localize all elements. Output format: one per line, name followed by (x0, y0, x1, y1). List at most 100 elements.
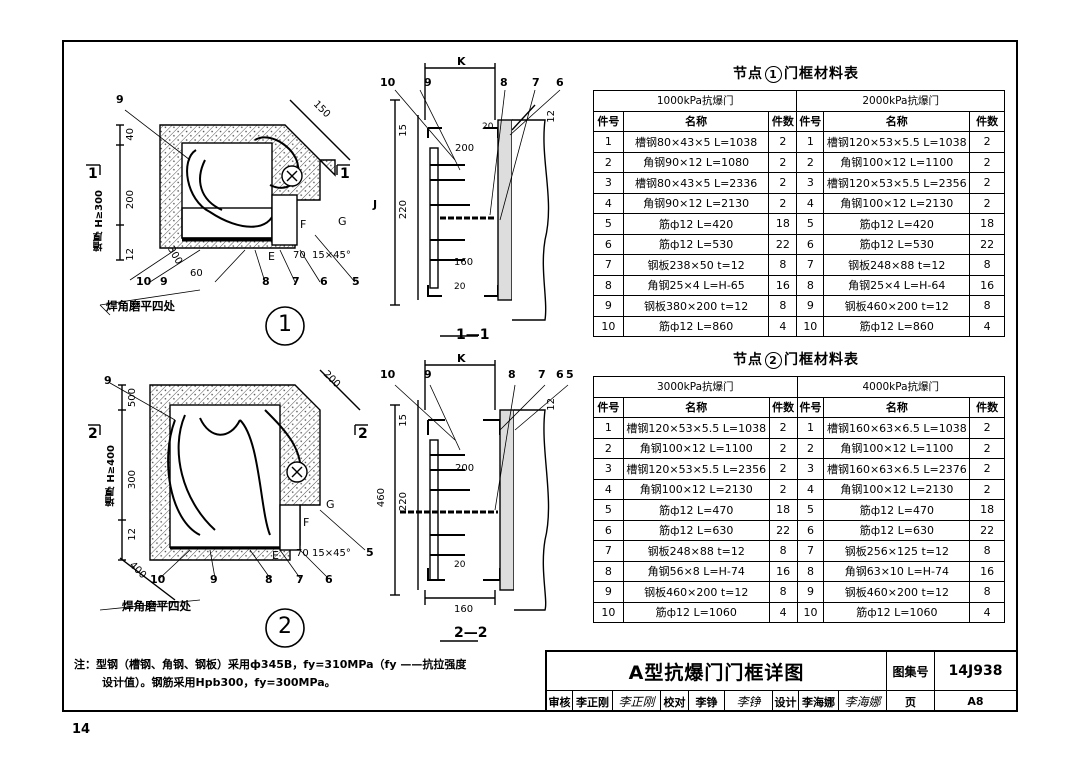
detail-1-section-mark-left: 1 (88, 166, 98, 182)
detail-2-callout-g: G (326, 498, 335, 511)
table-1-cell: 钢板238×50 t=12 (622, 254, 770, 276)
table-2-cell: 4 (768, 601, 798, 623)
table-1-header-cell: 名称 (823, 110, 971, 132)
table-1-cell: 9 (593, 295, 624, 317)
check-name: 李铮 (689, 691, 725, 712)
detail-2-drawing (88, 369, 368, 648)
section-1-1-dim-220: 220 (398, 200, 409, 220)
table-1-header-row: 件号 名称 件数 件号 名称 件数 (593, 110, 1005, 132)
table-2-header-cell: 件号 (796, 396, 825, 418)
page-label: 页 (887, 691, 935, 712)
table-1-cell: 2 (768, 151, 798, 173)
detail-1-callout-10: 10 (136, 275, 152, 288)
drawing-frame (62, 40, 1018, 712)
table-2-cell: 筋ф12 L=470 (622, 499, 770, 521)
detail-1-wall-label: 墙厚 H≥300 (94, 190, 105, 252)
section-2-2-dim-460: 460 (376, 488, 387, 508)
detail-2-section-mark-left: 2 (88, 426, 98, 442)
table-2-cell: 槽钢120×53×5.5 L=2356 (622, 458, 770, 480)
table-1-cell: 5 (796, 213, 825, 235)
table-1-header-cell: 件号 (593, 110, 624, 132)
table-2-title-prefix: 节点 (733, 352, 763, 368)
table-2-cell: 2 (768, 417, 798, 439)
table-1-cell: 角钢100×12 L=1100 (823, 151, 971, 173)
table-1-cell: 槽钢80×43×5 L=2336 (622, 172, 770, 194)
section-1-1-dim-20-top: 20 (482, 122, 494, 132)
table-1-cell: 16 (969, 274, 1005, 296)
table-2-material-list: 3000kPa抗爆门 4000kPa抗爆门 件号 名称 件数 件号 名称 件数 … (593, 376, 1006, 623)
table-2-cell: 9 (796, 581, 825, 603)
detail-2-callout-6: 6 (325, 573, 333, 586)
table-2-group-left: 3000kPa抗爆门 (593, 376, 798, 398)
table-2-cell: 3 (796, 458, 825, 480)
section-1-1-callout-10: 10 (380, 76, 396, 89)
table-1-cell: 角钢25×4 L=H-65 (622, 274, 770, 296)
section-1-1-dim-200: 200 (455, 143, 475, 154)
detail-1-callout-g: G (338, 215, 347, 228)
detail-2-callout-f: F (303, 516, 310, 529)
detail-1-callout-6: 6 (320, 275, 328, 288)
table-1-cell: 筋ф12 L=860 (823, 315, 971, 337)
detail-1-chamfer: 15×45° (312, 250, 351, 261)
title-block: A型抗爆门门框详图 图集号 14J938 审核 李正刚 李正刚 校对 李铮 李铮… (545, 650, 1018, 712)
table-2-cell: 1 (593, 417, 624, 439)
section-1-1-callout-8: 8 (500, 76, 508, 89)
check-label: 校对 (661, 691, 689, 712)
table-1-cell: 5 (593, 213, 624, 235)
section-2-2-callout-9: 9 (424, 368, 432, 381)
table-2-cell: 2 (969, 417, 1005, 439)
table-2-cell: 筋ф12 L=630 (823, 519, 971, 541)
detail-2-callout-9: 9 (210, 573, 218, 586)
table-2-cell: 5 (593, 499, 624, 521)
table-1-cell: 角钢90×12 L=1080 (622, 151, 770, 173)
table-1-cell: 2 (768, 172, 798, 194)
detail-1-dim-200: 200 (125, 190, 136, 210)
section-1-1-callout-7: 7 (532, 76, 540, 89)
table-2-header-cell: 名称 (823, 396, 971, 418)
table-2-cell: 角钢100×12 L=2130 (622, 478, 770, 500)
table-2-cell: 槽钢120×53×5.5 L=1038 (622, 417, 770, 439)
table-2-cell: 8 (796, 560, 825, 582)
table-2-cell: 钢板248×88 t=12 (622, 540, 770, 562)
table-2-cell: 16 (768, 560, 798, 582)
section-1-1-callout-6: 6 (556, 76, 564, 89)
table-1-cell: 钢板460×200 t=12 (823, 295, 971, 317)
table-1-group-left: 1000kPa抗爆门 (592, 90, 798, 112)
signature-row: 审核 李正刚 李正刚 校对 李铮 李铮 设计 李海娜 李海娜 页 A8 (547, 691, 1016, 712)
table-2-cell: 角钢63×10 L=H-74 (823, 560, 971, 582)
table-2-cell: 钢板256×125 t=12 (823, 540, 971, 562)
table-2-cell: 2 (768, 458, 798, 480)
table-2-cell: 2 (969, 458, 1005, 480)
table-1-cell: 7 (593, 254, 624, 276)
detail-2-dim-12: 12 (127, 528, 138, 541)
table-1-cell: 2 (593, 151, 624, 173)
table-1-cell: 角钢90×12 L=2130 (622, 192, 770, 214)
section-2-2-dim-12: 12 (546, 398, 557, 411)
table-2-cell: 8 (768, 581, 798, 603)
table-2-cell: 槽钢160×63×6.5 L=2376 (823, 458, 971, 480)
table-2-cell: 22 (768, 519, 798, 541)
table-1-cell: 筋ф12 L=860 (622, 315, 770, 337)
detail-2-callout-e: E (272, 549, 279, 562)
design-name: 李海娜 (799, 691, 839, 712)
detail-2-chamfer: 15×45° (312, 548, 351, 559)
table-2-cell: 钢板460×200 t=12 (823, 581, 971, 603)
drawing-title: A型抗爆门门框详图 (547, 652, 887, 691)
table-1-group-right: 2000kPa抗爆门 (796, 90, 1005, 112)
table-1-cell: 2 (768, 131, 798, 153)
table-1-cell: 2 (969, 131, 1005, 153)
table-1-cell: 22 (768, 233, 798, 255)
table-1-cell: 2 (969, 151, 1005, 173)
atlas-label: 图集号 (887, 652, 935, 691)
detail-2-weld-note: 焊角磨平四处 (122, 599, 191, 613)
